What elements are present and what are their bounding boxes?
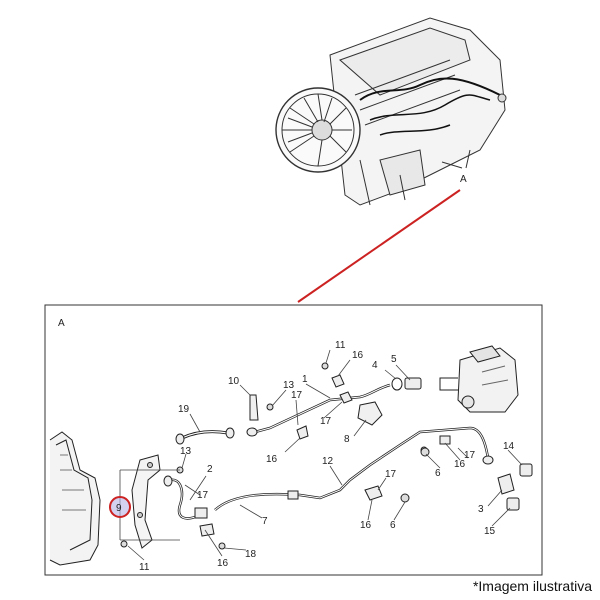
callout-9-highlighted: 9 bbox=[116, 503, 122, 514]
callout-14: 14 bbox=[503, 441, 515, 452]
detail-frame bbox=[44, 304, 543, 576]
callout-6-lower: 6 bbox=[390, 520, 396, 531]
callout-13-lower: 13 bbox=[180, 446, 192, 457]
callout-7: 7 bbox=[262, 516, 268, 527]
callout-4: 4 bbox=[372, 360, 378, 371]
illustrative-image-note: *Imagem ilustrativa bbox=[472, 578, 592, 594]
callout-10: 10 bbox=[228, 376, 240, 387]
callout-18: 18 bbox=[245, 549, 257, 560]
callout-16-top: 16 bbox=[352, 350, 364, 361]
leader-lines bbox=[119, 349, 523, 561]
callout-19: 19 bbox=[178, 404, 190, 415]
red-leader-line bbox=[297, 189, 461, 303]
callout-3: 3 bbox=[478, 504, 484, 515]
callout-6-upper: 6 bbox=[435, 468, 441, 479]
callout-17-lower-left: 17 bbox=[197, 490, 209, 501]
overview-section-marker: A bbox=[460, 174, 467, 185]
callout-5: 5 bbox=[391, 354, 397, 365]
callout-16-right: 16 bbox=[454, 459, 466, 470]
callout-2: 2 bbox=[207, 464, 213, 475]
callout-17-upper-left: 17 bbox=[291, 390, 303, 401]
callout-17-lower-mid: 17 bbox=[385, 469, 397, 480]
callout-1: 1 bbox=[302, 374, 308, 385]
callout-numbers: 11 16 4 5 10 13 1 17 17 19 8 16 12 14 13… bbox=[116, 340, 515, 573]
callout-16-lower: 16 bbox=[360, 520, 372, 531]
callout-15: 15 bbox=[484, 526, 496, 537]
callout-11-bottom: 11 bbox=[139, 562, 150, 573]
engine-overview bbox=[275, 17, 507, 206]
callout-11-top: 11 bbox=[335, 340, 346, 351]
callout-8: 8 bbox=[344, 434, 350, 445]
callout-13-upper: 13 bbox=[283, 380, 295, 391]
callout-12: 12 bbox=[322, 456, 334, 467]
callout-16-bottom: 16 bbox=[217, 558, 229, 569]
callout-16-mid: 16 bbox=[266, 454, 278, 465]
detail-artwork bbox=[49, 345, 533, 566]
callout-17-upper-mid: 17 bbox=[320, 416, 332, 427]
callout-17-right: 17 bbox=[464, 450, 476, 461]
highlight-circle bbox=[109, 496, 131, 518]
detail-section-label: A bbox=[58, 318, 65, 329]
